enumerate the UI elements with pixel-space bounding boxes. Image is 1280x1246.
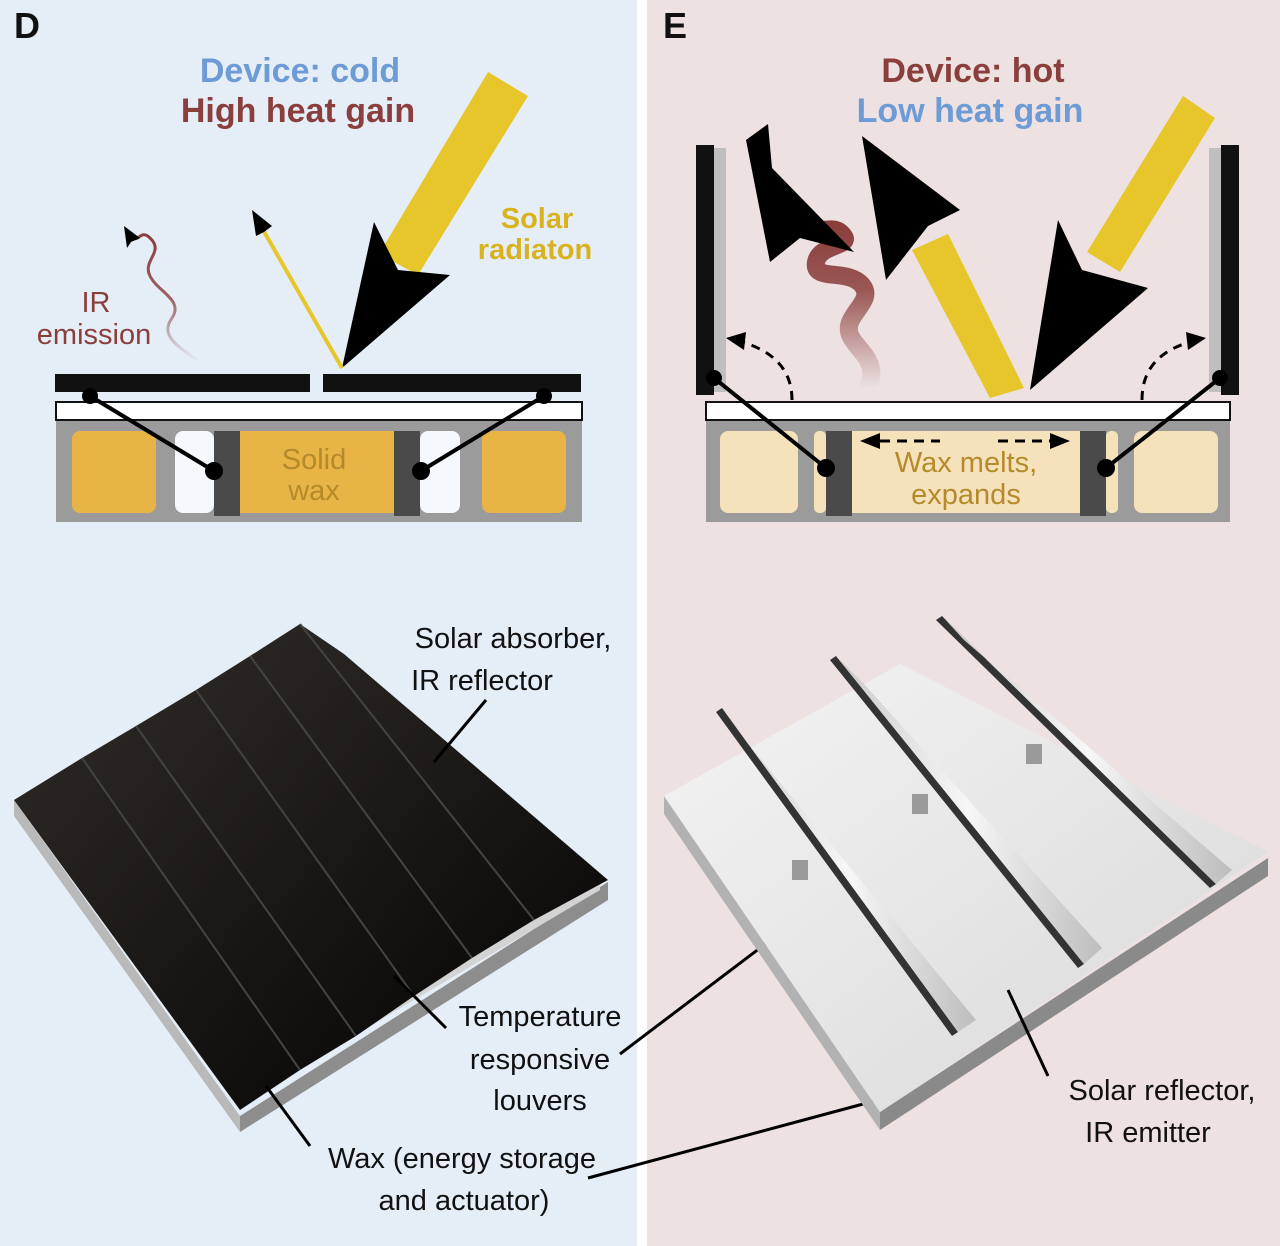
louvers-label-line2: responsive xyxy=(470,1044,610,1076)
solar-label-line1: Solar xyxy=(501,203,574,235)
reflector-leader xyxy=(1006,989,1050,1077)
ir-emission-wave xyxy=(130,233,201,364)
base-plate-d xyxy=(55,401,583,421)
reflected-ray xyxy=(260,227,344,369)
solar-beam-incoming-e xyxy=(1087,96,1215,272)
louver-right-open xyxy=(1221,145,1239,395)
wax-photo-label-line2: and actuator) xyxy=(379,1185,550,1217)
solar-arrowhead-e xyxy=(1030,220,1148,390)
louvers-leader-d xyxy=(392,974,448,1030)
reflector-label-line1: Solar reflector, xyxy=(1069,1075,1256,1107)
ir-arrowhead-e xyxy=(746,124,854,262)
solar-label-line2: radiaton xyxy=(478,234,592,266)
photo-device-hot xyxy=(664,616,1268,1130)
wax-solid-label-line2: wax xyxy=(287,475,340,507)
wax-leader-e xyxy=(587,1098,879,1180)
reflector-label-line2: IR emitter xyxy=(1085,1117,1211,1149)
solar-beam-reflected xyxy=(912,234,1024,398)
base-plate-e xyxy=(705,401,1231,421)
panel-e-title: Device: hot xyxy=(881,52,1064,90)
louvers-label-line1: Temperature xyxy=(459,1001,622,1033)
panel-e-letter: E xyxy=(663,5,687,46)
louver-left-open xyxy=(696,145,714,395)
ir-label-line2: emission xyxy=(37,319,151,351)
wax-melts-label-line2: expands xyxy=(911,479,1021,511)
ir-label-line1: IR xyxy=(82,287,111,319)
panel-d-letter: D xyxy=(14,5,40,46)
ir-emission-wave-e xyxy=(791,216,881,397)
ir-emission-arrowhead xyxy=(124,226,140,248)
panel-d-subtitle: High heat gain xyxy=(181,92,415,130)
wax-melts-label-line1: Wax melts, xyxy=(895,447,1037,479)
wax-solid xyxy=(240,431,394,513)
louvers-label-line3: louvers xyxy=(493,1085,587,1117)
wax-solid-label-line1: Solid xyxy=(282,444,347,476)
absorber-label-line1: Solar absorber, xyxy=(415,623,612,655)
louver-left-closed xyxy=(55,374,310,392)
wax-photo-label-line1: Wax (energy storage xyxy=(328,1143,596,1175)
reflected-ray-arrowhead xyxy=(252,210,272,236)
louver-right-closed xyxy=(323,374,581,392)
reflected-arrowhead-e xyxy=(862,136,960,280)
solar-arrowhead xyxy=(342,222,450,368)
solar-beam-incoming xyxy=(379,72,528,275)
absorber-label-line2: IR reflector xyxy=(411,665,553,697)
wax-liquid xyxy=(852,431,1080,513)
panel-d-title: Device: cold xyxy=(200,52,400,90)
wax-leader-d xyxy=(264,1085,312,1147)
panel-e-subtitle: Low heat gain xyxy=(857,92,1084,130)
absorber-leader xyxy=(432,699,488,763)
